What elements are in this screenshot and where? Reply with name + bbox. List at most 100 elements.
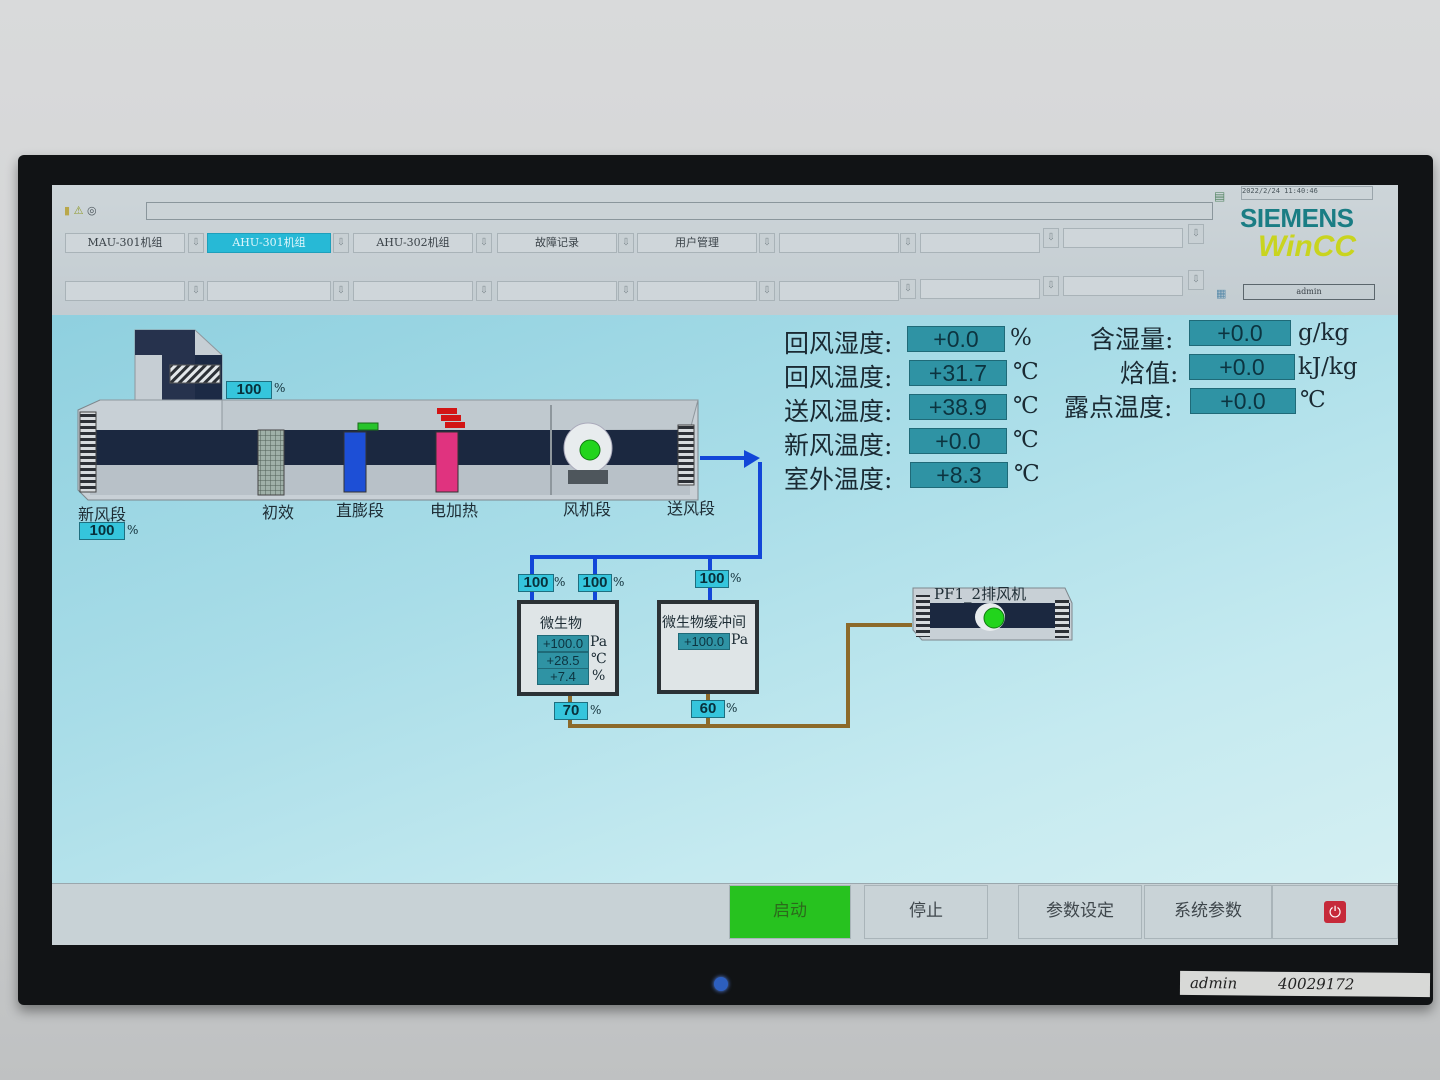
tab-fault-log[interactable]: 故障记录	[497, 233, 617, 253]
warning-icon[interactable]: ⚠	[73, 204, 84, 217]
reading-label: 回风湿度:	[784, 329, 893, 358]
tab-empty[interactable]	[1063, 276, 1183, 296]
microbe-pressure-value: +100.0	[537, 635, 589, 652]
unit-label: ℃	[1013, 393, 1039, 419]
note-number: 40029172	[1277, 974, 1355, 994]
tape-label: admin 40029172	[1179, 970, 1431, 998]
unit-label: %	[592, 668, 606, 684]
section-supply: 送风段	[667, 499, 716, 518]
power-led	[714, 977, 728, 991]
unit-label: %	[726, 701, 738, 715]
microbe-supply1-value: 100	[518, 574, 554, 592]
tab-user-management[interactable]: 用户管理	[637, 233, 757, 253]
outdoor-temp-value: +8.3	[910, 462, 1008, 488]
microbe-humidity-value: +7.4	[537, 668, 589, 685]
tab-empty[interactable]	[207, 281, 331, 301]
param-settings-button[interactable]: 参数设定	[1018, 885, 1142, 939]
circle-icon[interactable]: ◎	[86, 204, 97, 217]
supply-temp-value: +38.9	[909, 394, 1007, 420]
tab-arrow-icon[interactable]: ⇩	[1188, 224, 1204, 244]
tab-ahu-302[interactable]: AHU-302机组	[353, 233, 473, 253]
unit-label: ℃	[591, 651, 607, 667]
note-user: admin	[1189, 973, 1238, 993]
tab-mau-301[interactable]: MAU-301机组	[65, 233, 185, 253]
unit-label: ℃	[1014, 461, 1040, 487]
unit-label: %	[590, 703, 602, 717]
return-temp-value: +31.7	[909, 360, 1007, 386]
microbe-temp-value: +28.5	[537, 652, 589, 669]
reading-label: 室外温度:	[784, 465, 893, 494]
tab-arrow-icon[interactable]: ⇩	[476, 281, 492, 301]
tab-arrow-icon[interactable]: ⇩	[618, 233, 634, 253]
unit-label: %	[1010, 325, 1032, 351]
exhaust-fan-label: PF1_2排风机	[934, 585, 1027, 603]
tab-empty[interactable]	[637, 281, 757, 301]
system-params-button[interactable]: 系统参数	[1144, 885, 1272, 939]
tab-arrow-icon[interactable]: ⇩	[1043, 228, 1059, 248]
timestamp: 2022/2/24 11:40:46	[1241, 186, 1373, 200]
tab-arrow-icon[interactable]: ⇩	[1188, 270, 1204, 290]
monitor-icon[interactable]: ▤	[1214, 189, 1226, 203]
section-fan: 风机段	[563, 500, 612, 519]
reading-label: 送风温度:	[784, 397, 893, 426]
tab-empty[interactable]	[920, 233, 1040, 253]
tab-arrow-icon[interactable]: ⇩	[333, 281, 349, 301]
tab-arrow-icon[interactable]: ⇩	[900, 279, 916, 299]
reading-label: 回风温度:	[784, 363, 893, 392]
tab-empty[interactable]	[1063, 228, 1183, 248]
section-dx-coil: 直膨段	[336, 501, 385, 520]
return-damper-value: 100	[226, 381, 272, 399]
tab-arrow-icon[interactable]: ⇩	[333, 233, 349, 253]
unit-label: ℃	[1013, 427, 1039, 453]
unit-label: %	[730, 571, 742, 585]
microbe-exhaust-value: 70	[554, 702, 588, 720]
tab-arrow-icon[interactable]: ⇩	[188, 281, 204, 301]
exhaust-fan-unit	[912, 587, 1073, 641]
room-name: 微生物缓冲间	[662, 615, 746, 631]
exhaust-fan-status-indicator	[983, 607, 1005, 629]
reading-label: 露点温度:	[1064, 393, 1173, 422]
section-primary-filter: 初效	[262, 503, 295, 522]
tab-empty[interactable]	[779, 281, 899, 301]
power-button[interactable]: ⏻	[1272, 885, 1398, 939]
moisture-content-value: +0.0	[1189, 320, 1291, 346]
stop-button[interactable]: 停止	[864, 885, 988, 939]
section-electric-heater: 电加热	[430, 501, 479, 520]
unit-label: %	[274, 381, 286, 395]
buffer-exhaust-value: 60	[691, 700, 725, 718]
unit-label: ℃	[1300, 387, 1326, 413]
unit-label: kJ/kg	[1298, 354, 1358, 380]
tab-arrow-icon[interactable]: ⇩	[759, 233, 775, 253]
unit-label: ℃	[1013, 359, 1039, 385]
alarm-line	[146, 202, 1213, 220]
unit-label: g/kg	[1298, 320, 1350, 346]
keyboard-icon[interactable]: ▦	[1216, 287, 1227, 300]
tab-arrow-icon[interactable]: ⇩	[618, 281, 634, 301]
unit-label: Pa	[590, 634, 608, 650]
start-button[interactable]: 启动	[729, 885, 851, 939]
tab-arrow-icon[interactable]: ⇩	[476, 233, 492, 253]
tab-arrow-icon[interactable]: ⇩	[1043, 276, 1059, 296]
tab-ahu-301[interactable]: AHU-301机组	[207, 233, 331, 253]
unit-label: %	[554, 575, 566, 589]
flow-arrow-icon	[744, 450, 760, 468]
tab-arrow-icon[interactable]: ⇩	[900, 233, 916, 253]
tab-empty[interactable]	[353, 281, 473, 301]
tab-empty[interactable]	[779, 233, 899, 253]
tab-empty[interactable]	[497, 281, 617, 301]
enthalpy-value: +0.0	[1189, 354, 1295, 380]
return-humidity-value: +0.0	[907, 326, 1005, 352]
unit-label: %	[613, 575, 625, 589]
tab-empty[interactable]	[920, 279, 1040, 299]
user-field[interactable]: admin	[1243, 284, 1375, 300]
folder-icon[interactable]: ▮	[64, 204, 71, 217]
power-icon: ⏻	[1324, 900, 1346, 923]
tab-empty[interactable]	[65, 281, 185, 301]
tab-arrow-icon[interactable]: ⇩	[759, 281, 775, 301]
buffer-pressure-value: +100.0	[678, 633, 730, 650]
fresh-air-temp-value: +0.0	[909, 428, 1007, 454]
dew-point-value: +0.0	[1190, 388, 1296, 414]
tab-arrow-icon[interactable]: ⇩	[188, 233, 204, 253]
room-name: 微生物	[540, 616, 582, 632]
